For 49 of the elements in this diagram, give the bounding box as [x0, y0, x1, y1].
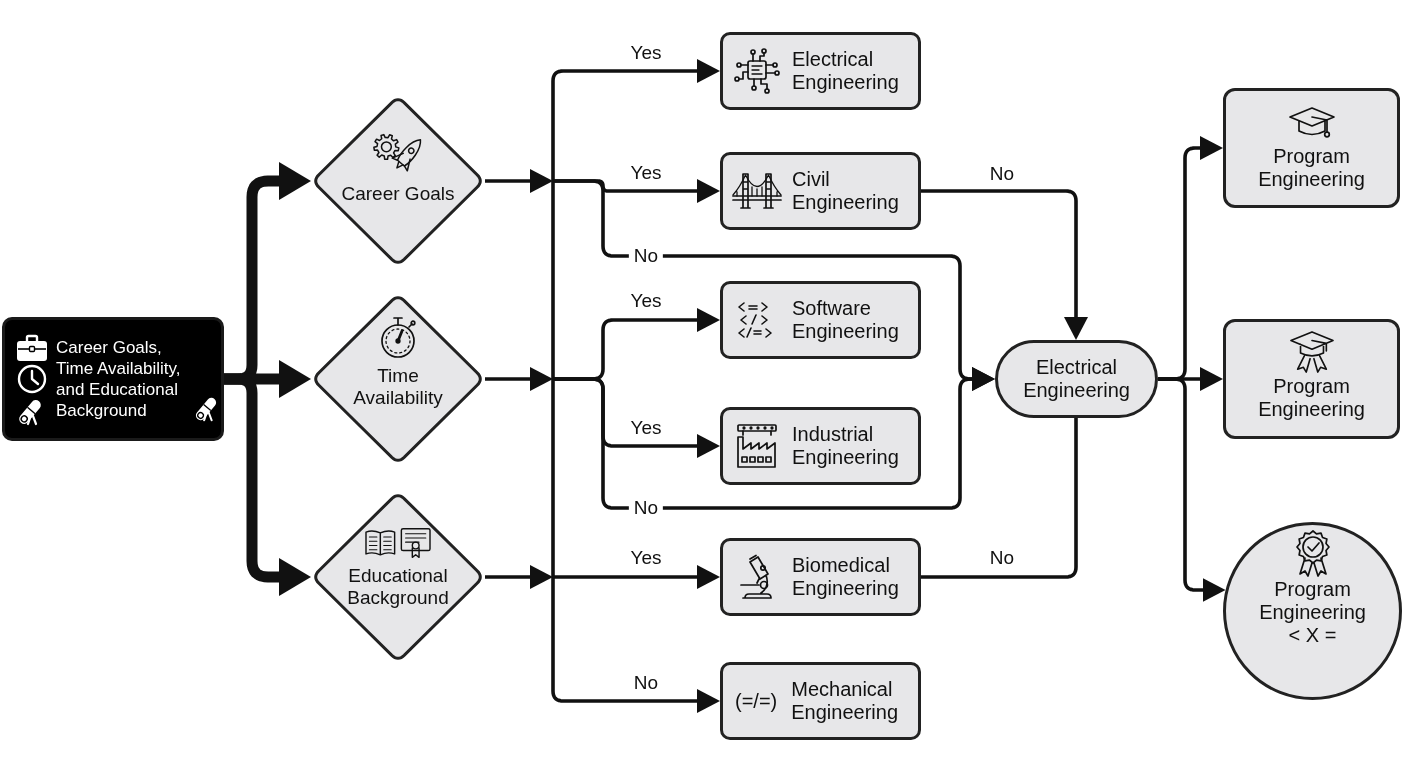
result-ellipse — [1223, 522, 1402, 700]
node-label: Program Engineering — [1258, 145, 1365, 191]
node-label: Industrial Engineering — [792, 423, 899, 469]
node-label: Mechanical Engineering — [791, 678, 898, 724]
node-label: Electrical Engineering — [1023, 356, 1130, 402]
arrow — [551, 59, 720, 181]
process-box — [720, 32, 921, 110]
arrow — [551, 577, 720, 713]
edge-label: Yes — [630, 290, 662, 312]
process-box — [720, 281, 921, 359]
node-label: Software Engineering — [792, 297, 899, 343]
result-box — [1223, 88, 1400, 208]
process-box — [720, 152, 921, 230]
arrow — [485, 367, 553, 391]
node-label: Biomedical Engineering — [792, 554, 899, 600]
node-label: Civil Engineering — [792, 168, 899, 214]
node-label: Time Availability — [353, 365, 443, 409]
decision-diamond — [311, 293, 485, 465]
node-label: Electrical Engineering — [792, 48, 899, 94]
result-box — [1223, 319, 1400, 439]
arrow — [224, 373, 311, 596]
connector-line — [551, 181, 555, 577]
node-label: Program Engineering — [1259, 578, 1366, 624]
decision-diamond — [311, 95, 485, 267]
decision-diamond — [311, 491, 485, 663]
arrow — [485, 169, 553, 193]
arrow — [553, 565, 720, 589]
node-label: < X = — [1288, 624, 1337, 647]
edge-label: Yes — [630, 547, 662, 569]
arrow — [485, 565, 553, 589]
node-label: Career Goals — [341, 183, 455, 205]
process-box — [720, 538, 921, 616]
arrow — [1158, 377, 1226, 602]
node-label: Career Goals, Time Availability, and Educational Background — [56, 337, 182, 421]
node-label: Educational Background — [347, 565, 449, 609]
arrow — [921, 189, 1088, 340]
edge-label: No — [633, 672, 659, 694]
arrow — [553, 367, 995, 510]
process-box — [720, 662, 921, 740]
node-label: Program Engineering — [1258, 375, 1365, 421]
edge-label: No — [989, 163, 1015, 185]
node-label: (=/=) — [735, 689, 778, 713]
edge-label: Yes — [630, 417, 662, 439]
start-box — [2, 317, 224, 441]
edge-label: Yes — [630, 42, 662, 64]
connector-line — [921, 418, 1078, 579]
edge-label: Yes — [630, 162, 662, 184]
edge-label: No — [989, 547, 1015, 569]
process-box — [720, 407, 921, 485]
